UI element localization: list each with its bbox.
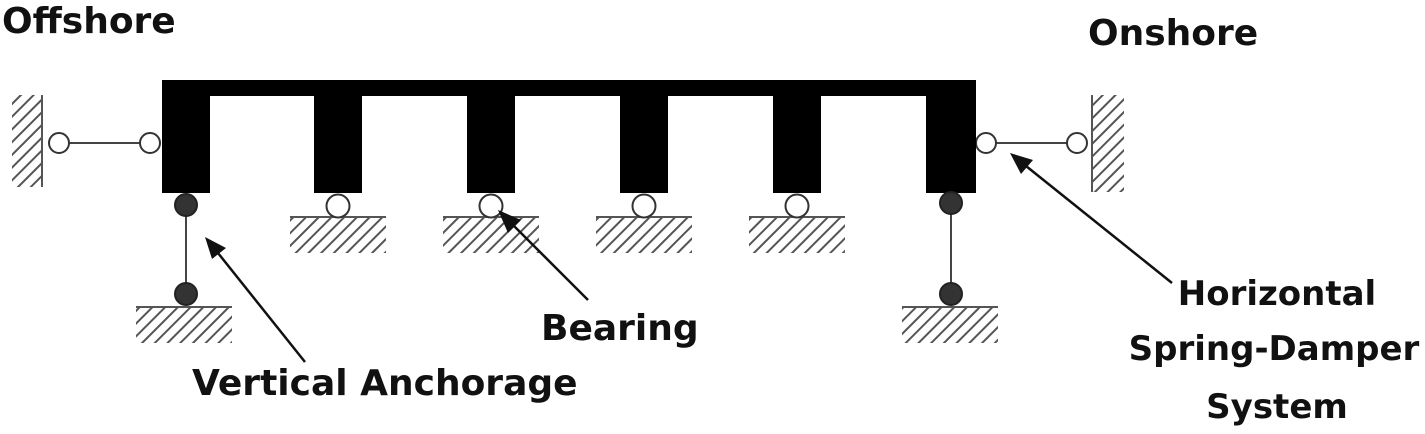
label-offshore: Offshore <box>2 1 176 42</box>
pontoon-3 <box>467 80 515 193</box>
anchorage-bottom-node-left <box>174 282 198 306</box>
arrow-horizontal-system <box>1010 153 1173 284</box>
bearing-ground-3 <box>596 217 692 253</box>
label-bearing: Bearing <box>541 308 699 349</box>
label-onshore: Onshore <box>1088 13 1258 54</box>
pontoon-4 <box>620 80 668 193</box>
anchorage-ground-left <box>136 307 232 343</box>
label-horizontal-line-1: Horizontal <box>1178 274 1376 314</box>
onshore-wall-hinge <box>1066 132 1088 154</box>
bearing-roller-3 <box>631 193 657 219</box>
pontoon-6 <box>926 80 976 193</box>
label-horizontal-line-3: System <box>1206 387 1348 427</box>
anchorage-top-node-left <box>174 193 198 217</box>
anchorage-ground-right <box>902 307 998 343</box>
bearing-roller-2 <box>478 193 504 219</box>
label-vertical-anchorage: Vertical Anchorage <box>192 363 578 404</box>
anchorage-bottom-node-right <box>939 282 963 306</box>
pontoon-2 <box>314 80 362 193</box>
bearing-ground-1 <box>290 217 386 253</box>
arrow-bearing <box>498 210 589 301</box>
bearing-roller-4 <box>784 193 810 219</box>
label-horizontal-line-2: Spring-Damper <box>1129 329 1420 369</box>
pontoon-1 <box>162 80 210 193</box>
bearing-roller-1 <box>325 193 351 219</box>
anchorage-top-node-right <box>939 191 963 215</box>
offshore-wall-support <box>12 95 42 187</box>
bridge-deck <box>162 80 976 96</box>
pontoon-5 <box>773 80 821 193</box>
offshore-wall-hinge <box>48 132 70 154</box>
onshore-deck-hinge <box>975 132 997 154</box>
arrow-vertical-anchorage <box>205 237 306 363</box>
offshore-deck-hinge <box>139 132 161 154</box>
bearing-ground-4 <box>749 217 845 253</box>
onshore-wall-support <box>1092 95 1124 192</box>
